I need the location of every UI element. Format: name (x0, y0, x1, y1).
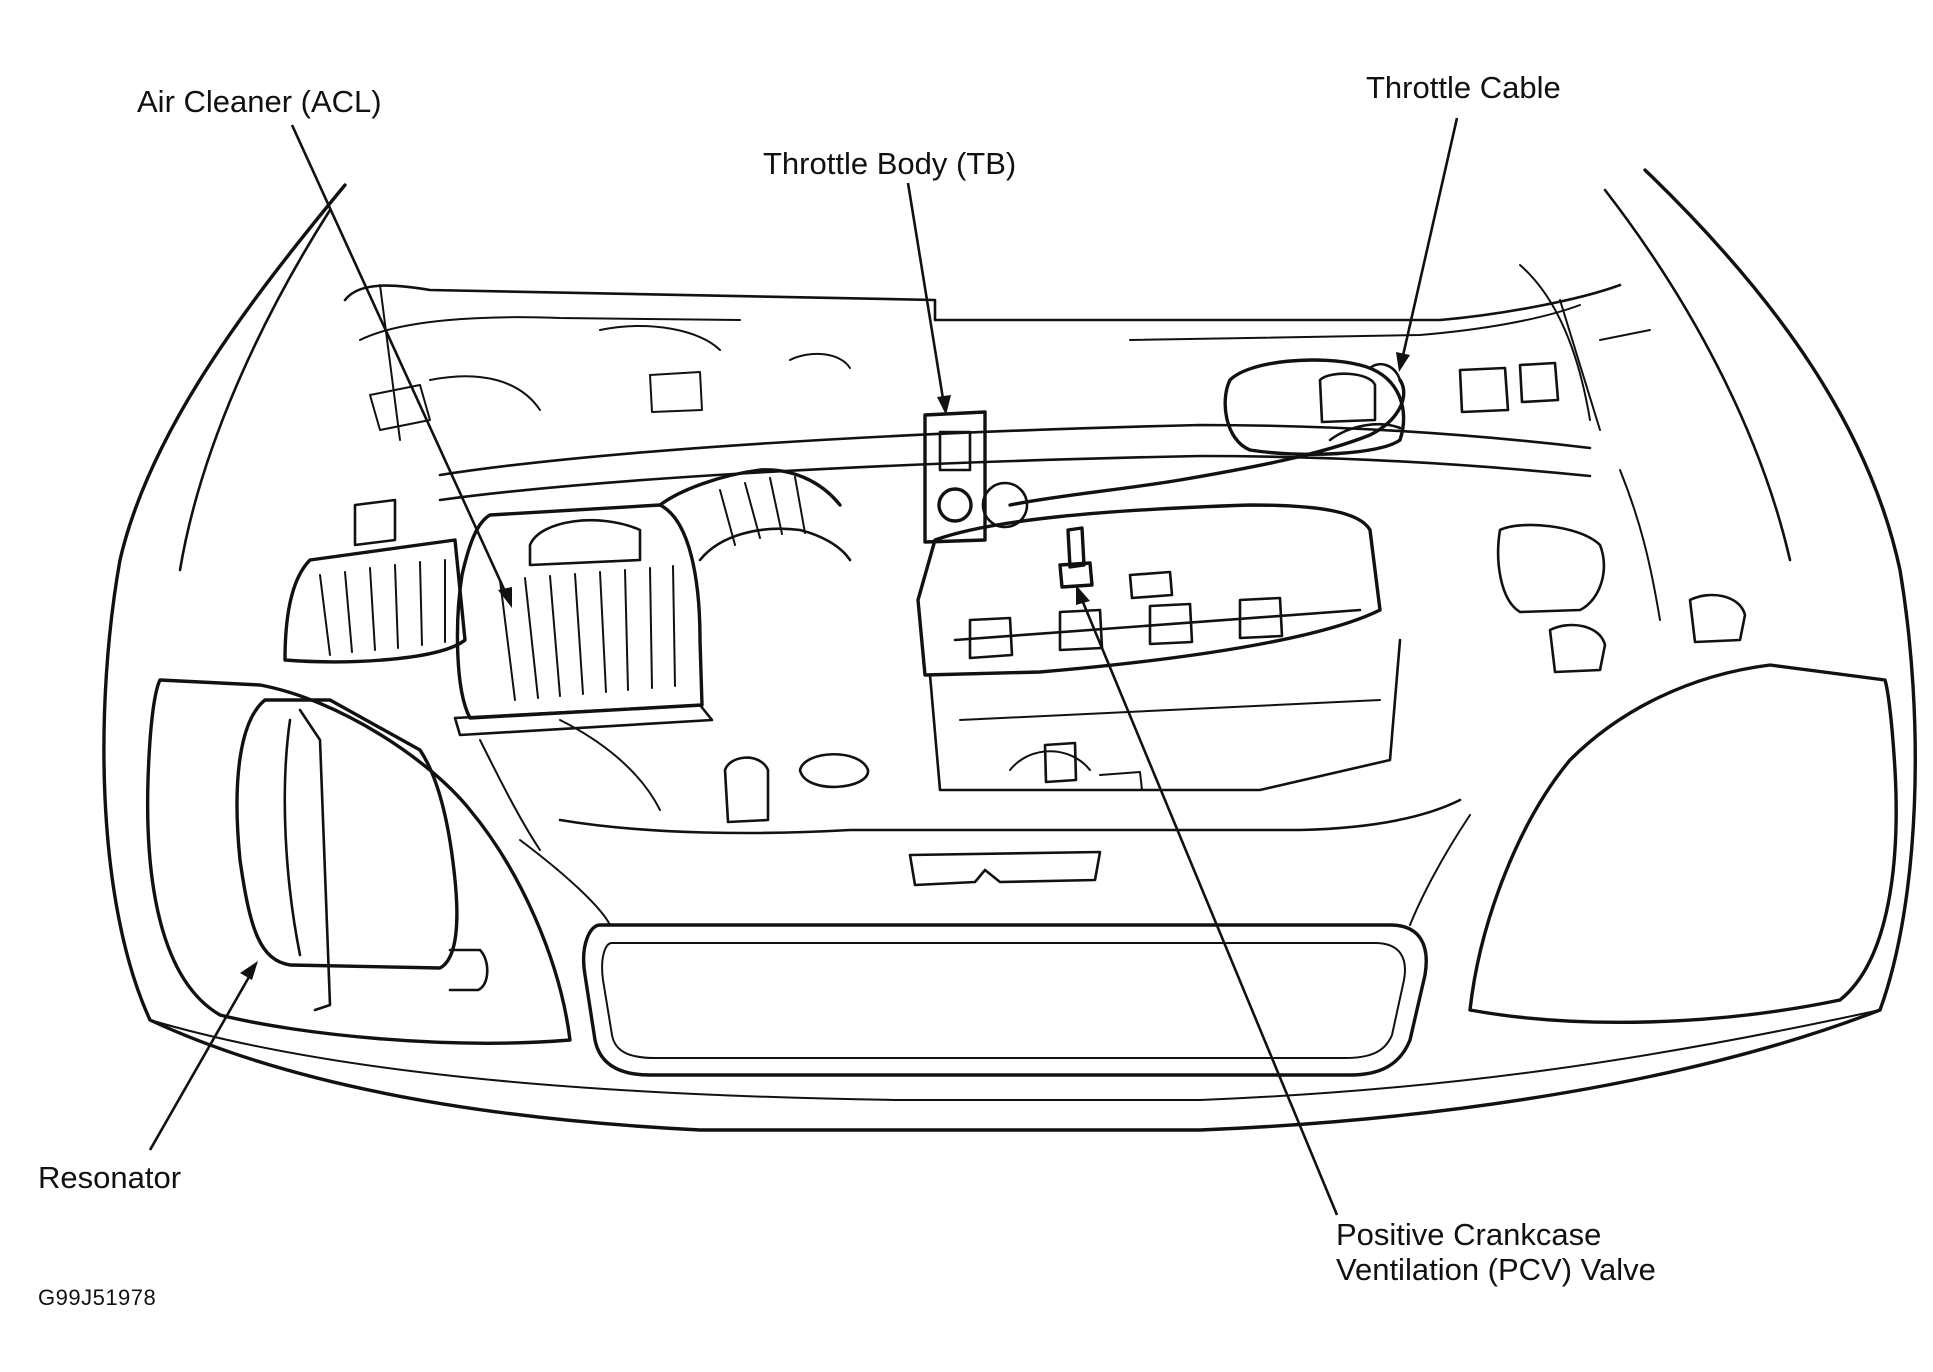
leader-throttle-body (906, 182, 946, 406)
intake-resonator-housing (283, 498, 467, 664)
label-resonator: Resonator (38, 1160, 182, 1195)
strut-bar (438, 423, 1592, 502)
valve-cover (916, 503, 1382, 677)
figure-code: G99J51978 (38, 1285, 157, 1310)
engine-block (928, 638, 1402, 792)
right-headlight (1468, 663, 1898, 1025)
label-throttle-body: Throttle Body (TB) (763, 146, 1017, 181)
arrow-air-cleaner (498, 587, 512, 608)
leader-air-cleaner (290, 124, 510, 599)
car-body-outline (102, 168, 1917, 1132)
throttle-cable-routing (1008, 363, 1406, 507)
arrow-throttle-body (937, 395, 951, 415)
arrow-pcv-valve (1076, 585, 1090, 605)
resonator-body (235, 698, 489, 1012)
air-cleaner-box (453, 503, 714, 737)
arrow-resonator (240, 961, 258, 980)
pcv-valve (1058, 526, 1094, 589)
leader-lines (148, 117, 1459, 1216)
leader-resonator (148, 969, 255, 1151)
label-pcv-valve-line2: Ventilation (PCV) Valve (1336, 1252, 1656, 1287)
throttle-body (923, 410, 1029, 544)
left-headlight (145, 678, 572, 1045)
brake-booster (1223, 358, 1560, 456)
label-air-cleaner: Air Cleaner (ACL) (137, 84, 382, 119)
firewall-cowl (343, 283, 1622, 441)
right-engine-components (1496, 264, 1747, 674)
left-misc-hoses (369, 325, 851, 851)
arrow-throttle-cable (1396, 352, 1410, 372)
intake-tube (658, 468, 852, 562)
leader-pcv-valve (1078, 594, 1339, 1216)
label-throttle-cable: Throttle Cable (1366, 70, 1561, 105)
front-grille (582, 850, 1428, 1077)
label-pcv-valve-line1: Positive Crankcase (1336, 1217, 1602, 1252)
leader-throttle-cable (1400, 117, 1459, 361)
radiator-support (519, 798, 1471, 926)
radiator-cap (723, 752, 870, 824)
